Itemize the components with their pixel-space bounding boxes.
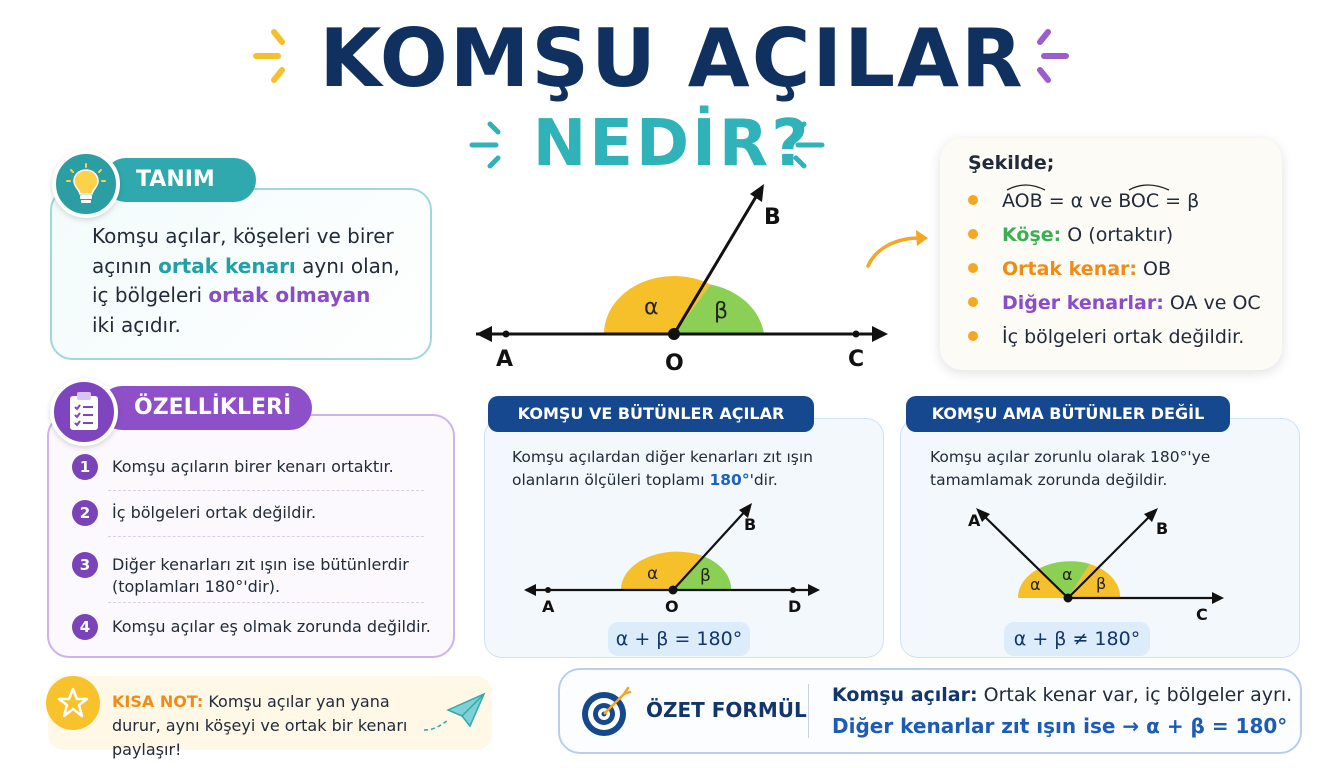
arrow-left [524,584,536,596]
point-a-label: A [968,511,981,530]
alpha-sector [620,551,703,590]
divider [108,602,424,603]
vertex-o [668,585,678,595]
vertex-o [1063,593,1073,603]
definition-label: TANIM [104,158,256,202]
point-c-label: C [848,347,864,372]
supplementary-panel-title: KOMŞU VE BÜTÜNLER AÇILAR [488,396,814,432]
bullet-dot [968,296,978,307]
point-o-label: O [665,351,684,376]
star-icon [46,676,100,730]
supplementary-panel [484,418,884,658]
sparkle-right-icon [1037,29,1069,83]
bullet-dot [968,194,978,205]
arrow-up-right [1144,508,1158,522]
arrow-right [808,584,820,596]
sparkle-left-icon [253,29,285,83]
arrow-up-left [976,508,990,522]
point-c-label: C [1196,605,1208,624]
point-o-label: O [665,597,679,616]
alpha-label-2: α [1062,565,1073,584]
beta-label: β [1096,574,1106,593]
info-item-other-sides: Diğer kenarlar: OA ve OC [968,290,1261,316]
ray-oa [981,513,1069,599]
alpha-sector-2 [1040,561,1090,598]
ray-ob [672,189,762,335]
beta-sector [673,556,732,590]
curved-arrow-icon [866,230,928,268]
definition-text: Komşu açılar, köşeleri ve birer açının o… [92,224,400,337]
point-d-label: D [788,597,801,616]
beta-label: β [700,566,711,586]
supplementary-panel-text: Komşu açılardan diğer kenarları zıt ışın… [512,448,813,489]
info-item-interior: İç bölgeleri ortak değildir. [968,324,1244,350]
non-supplementary-diagram: α α β A B C [968,508,1224,624]
vertex-o [668,328,680,340]
sparkle-subtitle-left-icon [469,121,501,169]
beta-label: β [714,299,728,324]
page-title: KOMŞU AÇILAR [319,12,1025,105]
non-supplementary-panel-title: KOMŞU AMA BÜTÜNLER DEĞİL [906,396,1230,432]
bullet-dot [968,228,978,239]
beta-sector [674,284,764,334]
arrow-up [750,184,764,202]
summary-card [558,668,1302,754]
point-a-dot [502,330,510,338]
bullet-dot [968,330,978,341]
arrow-right [872,326,888,342]
lightbulb-icon [52,150,120,218]
info-item-angles: AOB = α ve BOC = β [968,188,1199,214]
point-d-dot [790,587,796,593]
divider [108,536,424,537]
alpha-sector-1 [1017,568,1068,598]
clipboard-icon [50,378,118,446]
point-a-dot [545,587,551,593]
non-supplementary-formula: α + β ≠ 180° [1004,622,1150,656]
point-b-label: B [764,205,781,230]
ray-ob [1067,513,1153,599]
summary-line-2: Diğer kenarlar zıt ışın ise → α + β = 18… [832,714,1288,738]
properties-label: ÖZELLİKLERİ [100,386,312,430]
supplementary-formula: α + β = 180° [608,622,750,656]
bullet-dot [968,262,978,273]
divider [808,684,809,738]
summary-label: ÖZET FORMÜL [646,698,807,722]
arrow-right [1212,592,1224,604]
arc-marks [1006,184,1170,191]
summary-line-1: Komşu açılar: Ortak kenar var, iç bölgel… [832,684,1293,706]
target-icon [582,686,632,736]
definition-card [50,188,432,360]
main-angle-diagram: α β A O B C [476,184,888,376]
point-a-label: A [542,597,555,616]
arrow-left [476,326,492,342]
beta-sector [1068,564,1121,598]
sparkle-subtitle-right-icon [793,121,825,169]
point-b-label: B [744,515,756,534]
paper-plane-icon [423,692,486,731]
info-item-common-side: Ortak kenar: OB [968,256,1171,282]
note-text: KISA NOT: Komşu açılar yan yana durur, a… [112,692,408,759]
note-card [48,676,492,750]
point-c-dot [852,330,860,338]
page-subtitle: NEDİR? [532,107,812,181]
alpha-label: α [644,295,659,320]
divider [108,490,424,491]
non-supplementary-panel-text: Komşu açılar zorunlu olarak 180°'ye tama… [930,448,1211,489]
non-supplementary-panel [900,418,1300,658]
info-item-vertex: Köşe: O (ortaktır) [968,222,1173,248]
info-heading: Şekilde; [968,152,1055,174]
arrow-up [739,503,752,518]
alpha-label-1: α [1030,575,1041,594]
ray-ob [672,507,749,591]
info-card [940,138,1282,370]
supplementary-diagram: α β A O B D [524,503,820,616]
point-a-label: A [496,347,513,372]
alpha-label: α [647,564,658,584]
point-b-label: B [1156,519,1168,538]
